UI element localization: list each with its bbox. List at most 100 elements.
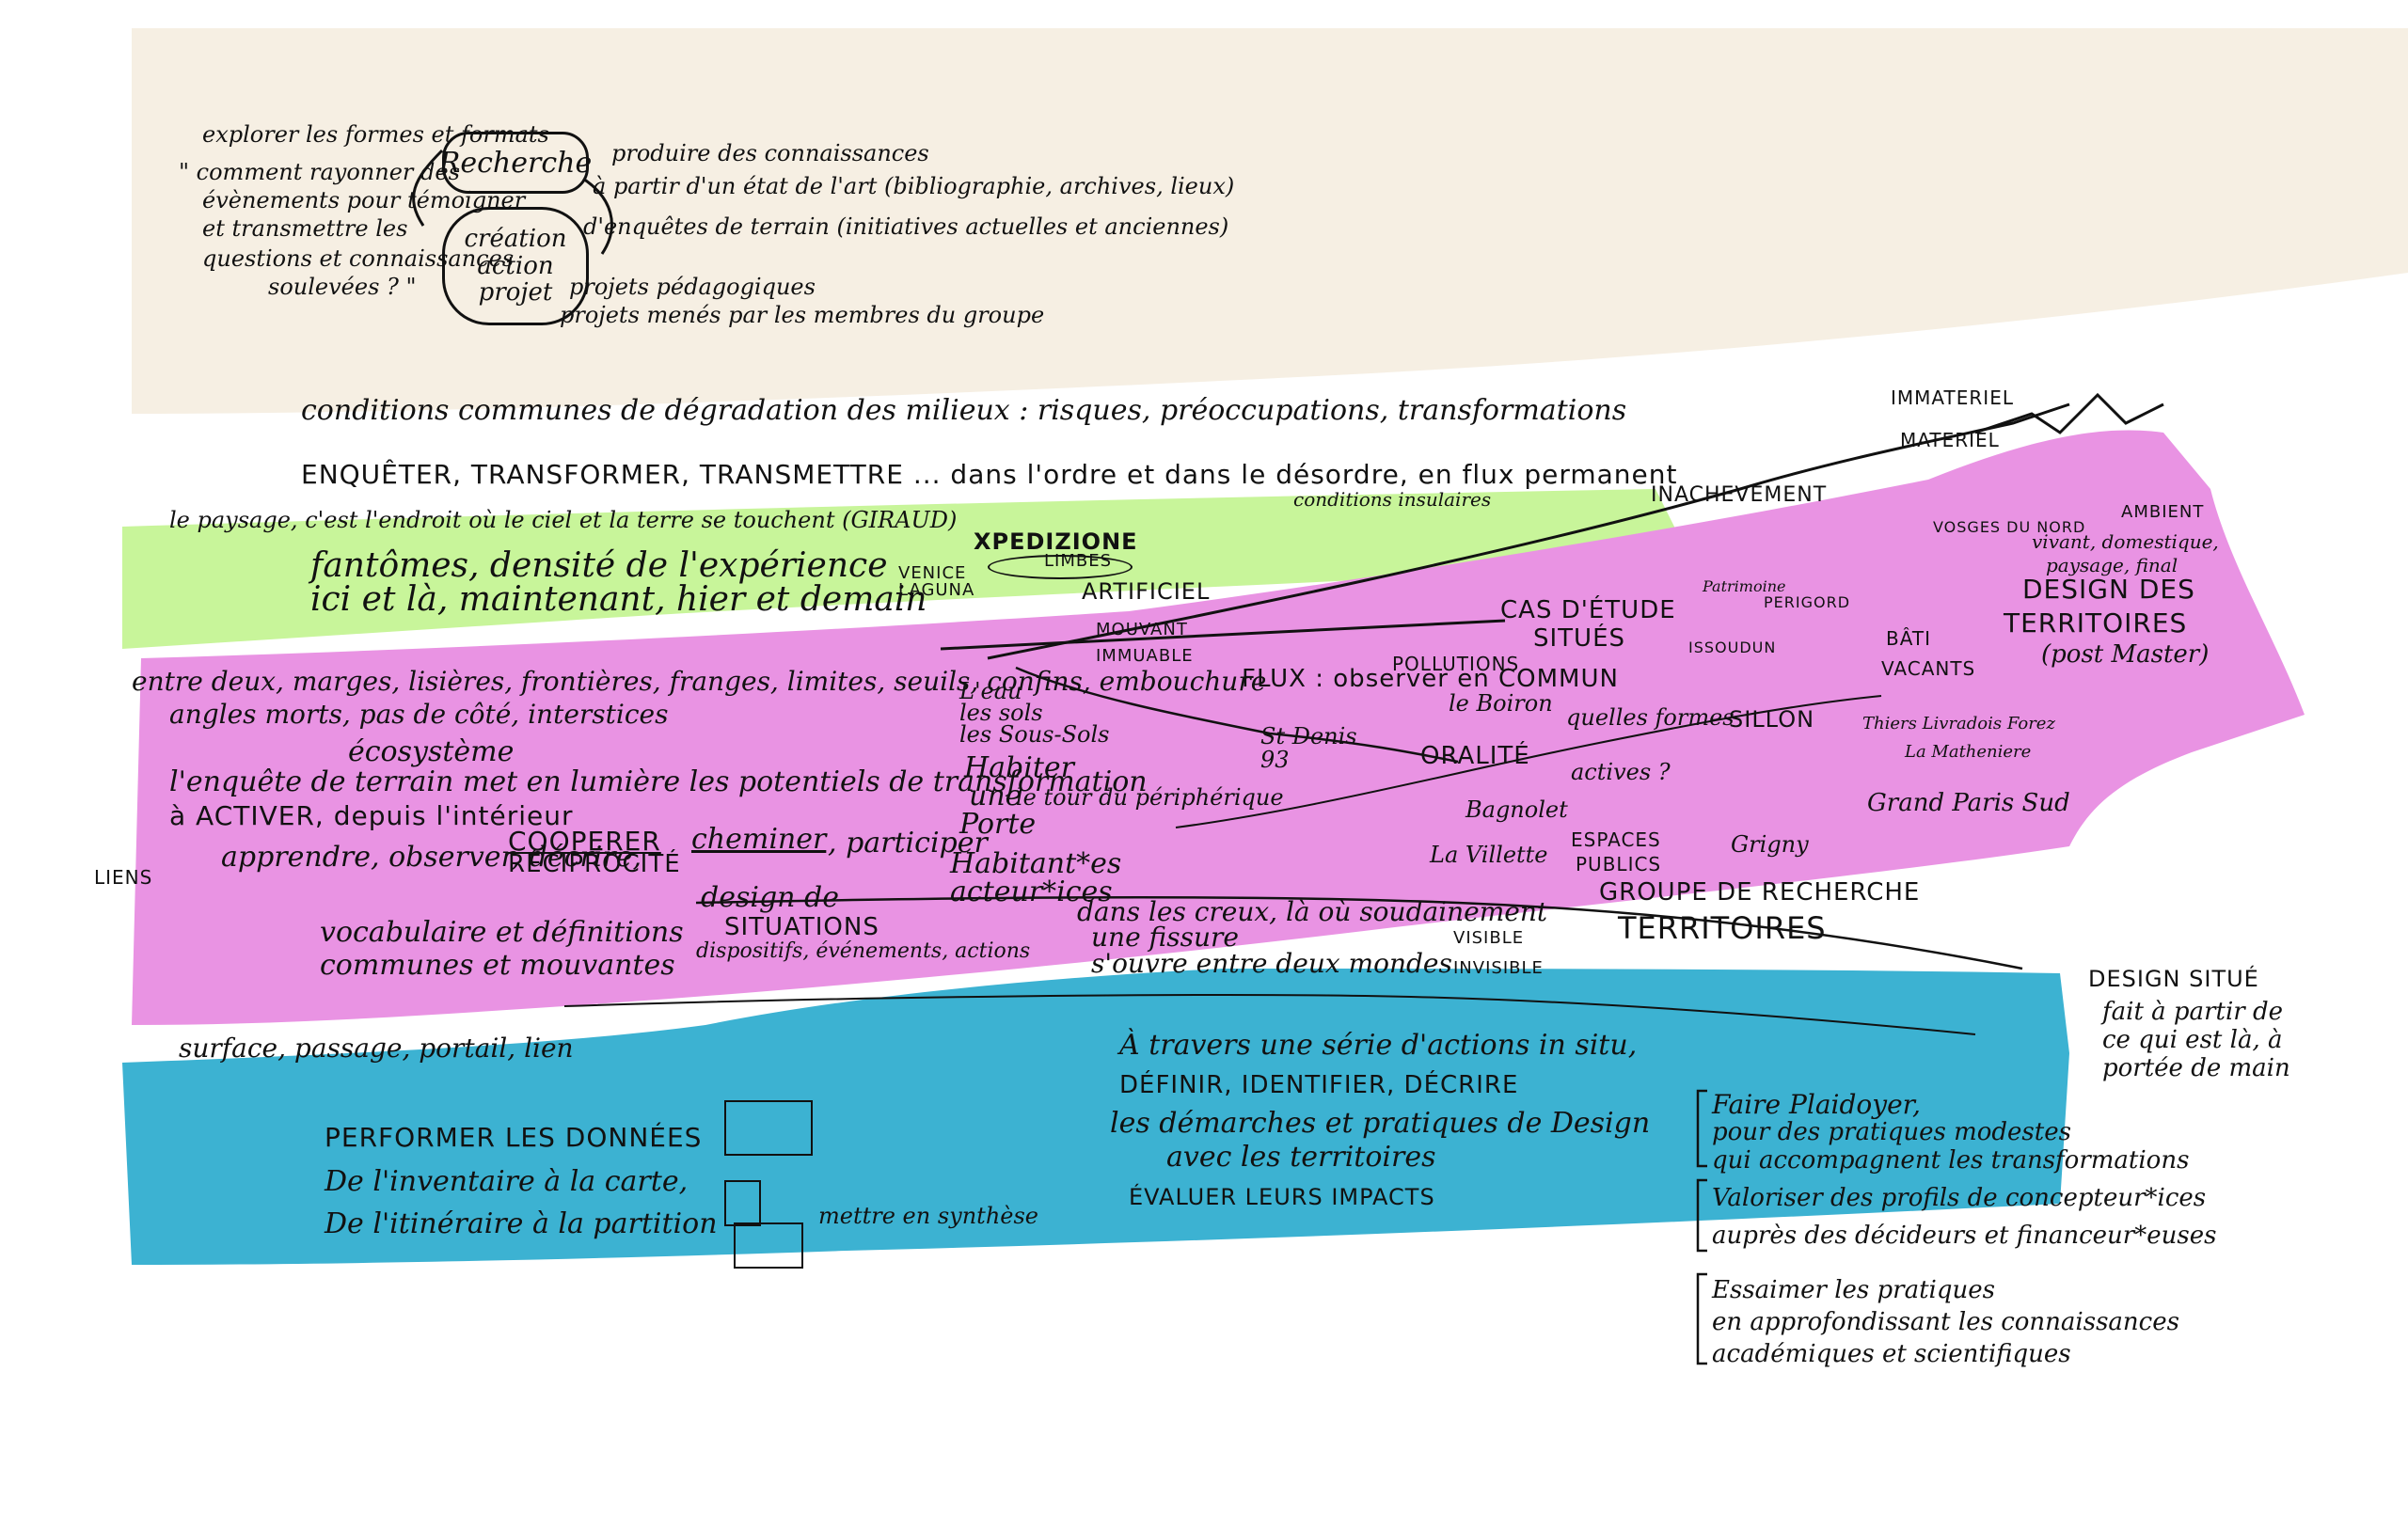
fold-line bbox=[695, 895, 2023, 970]
enquete-terrain-text: l'enquête de terrain met en lumière les … bbox=[169, 765, 1148, 798]
activer-text: à ACTIVER, depuis l'intérieur bbox=[169, 800, 574, 831]
creux-text: dans les creux, là où soudainement bbox=[1077, 896, 1548, 927]
angles-morts-text: angles morts, pas de côté, interstices bbox=[169, 699, 669, 730]
espaces-label: ESPACES bbox=[1571, 828, 1661, 851]
inventaire-text: De l'inventaire à la carte, bbox=[325, 1165, 689, 1198]
soulevees-text: soulevées ? " bbox=[268, 274, 417, 300]
vivant-text: vivant, domestique, bbox=[2032, 530, 2219, 553]
apprendre-text: apprendre, observer, décrire, bbox=[221, 841, 642, 874]
num-93-text: 93 bbox=[1260, 747, 1290, 773]
issoudun-label: ISSOUDUN bbox=[1688, 639, 1777, 656]
patrimoine-text: Patrimoine bbox=[1703, 577, 1786, 595]
artificiel-label: ARTIFICIEL bbox=[1082, 578, 1211, 605]
bracket bbox=[1696, 1272, 1707, 1365]
sous-sols-text: les Sous-Sols bbox=[959, 721, 1110, 748]
accompagnent-text: qui accompagnent les transformations bbox=[1712, 1146, 2190, 1175]
paysage-final-text: paysage, final bbox=[2046, 554, 2178, 576]
blue-band bbox=[122, 969, 2069, 1265]
recherche-box: Recherche bbox=[439, 132, 592, 194]
lagoon-island-icon bbox=[988, 555, 1133, 579]
actives-text: actives ? bbox=[1571, 759, 1671, 785]
road-line bbox=[1175, 695, 1882, 828]
serie-actions-text: À travers une série d'actions in situ, bbox=[1119, 1029, 1638, 1062]
definir-label: DÉFINIR, IDENTIFIER, DÉCRIRE bbox=[1119, 1071, 1519, 1099]
pink-band bbox=[132, 430, 2305, 1025]
grigny-text: Grigny bbox=[1731, 831, 1809, 858]
pollutions-label: POLLUTIONS bbox=[1392, 653, 1520, 675]
st-denis-text: St Denis bbox=[1260, 723, 1357, 749]
essaimer-text: Essaimer les pratiques bbox=[1712, 1276, 1995, 1304]
cycle-arrow bbox=[412, 149, 444, 227]
matheniere-text: La Matheniere bbox=[1905, 742, 2032, 762]
thiers-text: Thiers Livradois Forez bbox=[1862, 714, 2055, 733]
produire-connaissances-text: produire des connaissances bbox=[611, 140, 929, 166]
mouvant-label: MOUVANT bbox=[1096, 620, 1188, 639]
dispositifs-text: dispositifs, événements, actions bbox=[696, 939, 1031, 963]
transmettre-text: et transmettre les bbox=[202, 215, 408, 242]
cheminer-label: cheminer bbox=[691, 823, 827, 856]
grand-paris-sud-text: Grand Paris Sud bbox=[1867, 789, 2070, 817]
evenements-text: évènements pour témoigner bbox=[202, 187, 526, 213]
explorer-formes-text: explorer les formes et formats bbox=[202, 121, 549, 148]
perigord-label: PERIGORD bbox=[1764, 593, 1851, 611]
situes-label: SITUÉS bbox=[1533, 624, 1626, 653]
invisible-label: INVISIBLE bbox=[1453, 958, 1544, 978]
enqueter-transformer-heading: ENQUÊTER, TRANSFORMER, TRANSMETTRE ... d… bbox=[301, 459, 1678, 490]
boiron-text: le Boiron bbox=[1449, 690, 1553, 717]
immuable-label: IMMUABLE bbox=[1096, 646, 1194, 666]
limbes-label: LIMBES bbox=[1044, 551, 1113, 571]
cycle-arrow bbox=[582, 177, 613, 255]
acteurices-text: acteur*ices bbox=[950, 875, 1113, 908]
decideurs-text: auprès des décideurs et financeur*euses bbox=[1712, 1222, 2217, 1250]
cas-etude-label: CAS D'ÉTUDE bbox=[1500, 596, 1676, 624]
mountain-peak-line bbox=[1974, 392, 2164, 434]
inachevement-label: INACHEVEMENT bbox=[1651, 483, 1828, 507]
peripherique-text: le tour du périphérique bbox=[1016, 784, 1284, 811]
mettre-synthese-text: mettre en synthèse bbox=[818, 1203, 1038, 1229]
projets-pedagogiques-text: projets pédagogiques bbox=[569, 274, 816, 300]
surface-passage-text: surface, passage, portail, lien bbox=[179, 1033, 574, 1064]
faire-plaidoyer-text: Faire Plaidoyer, bbox=[1712, 1089, 1921, 1120]
cream-band bbox=[132, 28, 2408, 414]
vacants-label: VACANTS bbox=[1881, 657, 1976, 680]
habiter-text: Habiter bbox=[964, 751, 1074, 784]
bracket bbox=[1696, 1178, 1707, 1253]
academiques-text: académiques et scientifiques bbox=[1712, 1340, 2071, 1368]
materiel-label: MATERIEL bbox=[1900, 429, 2000, 451]
sols-text: les sols bbox=[959, 700, 1043, 726]
porte-text: Porte bbox=[959, 808, 1037, 841]
conditions-communes-heading: conditions communes de dégradation des m… bbox=[301, 394, 1627, 427]
etat-de-l-art-text: à partir d'un état de l'art (bibliograph… bbox=[593, 173, 1235, 199]
territoires-groupe-label: TERRITOIRES bbox=[1618, 910, 1827, 946]
vocabulaire-text: vocabulaire et définitions bbox=[320, 916, 684, 949]
laguna-label: LAGUNA bbox=[898, 580, 975, 600]
questions-text: questions et connaissances bbox=[202, 245, 515, 272]
post-master-text: (post Master) bbox=[2041, 640, 2210, 669]
vosges-label: VOSGES DU NORD bbox=[1933, 518, 2086, 536]
ouvre-text: s'ouvre entre deux mondes bbox=[1091, 948, 1452, 979]
territoires-label: TERRITOIRES bbox=[2004, 607, 2188, 639]
sillon-label: SILLON bbox=[1729, 706, 1815, 733]
map-document-icon bbox=[734, 1222, 803, 1269]
ce-qui-est-la-text: ce qui est là, à bbox=[2102, 1026, 2283, 1054]
approfondissant-text: en approfondissant les connaissances bbox=[1712, 1308, 2179, 1336]
la-villette-text: La Villette bbox=[1430, 842, 1548, 868]
evaluer-label: ÉVALUER LEURS IMPACTS bbox=[1129, 1184, 1435, 1210]
liens-label: LIENS bbox=[94, 866, 153, 889]
portee-de-main-text: portée de main bbox=[2102, 1054, 2290, 1082]
design-de-text: design de bbox=[701, 881, 839, 914]
flux-label: FLUX : observer en COMMUN bbox=[1242, 665, 1619, 693]
oralite-label: ORALITÉ bbox=[1420, 742, 1530, 770]
publics-label: PUBLICS bbox=[1576, 853, 1662, 875]
river-line bbox=[1015, 666, 1459, 764]
venice-label: VENICE bbox=[898, 563, 967, 583]
valoriser-text: Valoriser des profils de concepteur*ices bbox=[1712, 1184, 2207, 1212]
projets-membres-text: projets menés par les membres du groupe bbox=[560, 302, 1045, 328]
habitantes-text: Habitant*es bbox=[950, 847, 1122, 880]
pratiques-modestes-text: pour des pratiques modestes bbox=[1712, 1118, 2071, 1146]
immateriel-label: IMMATERIEL bbox=[1891, 386, 2014, 409]
une-text: une bbox=[969, 780, 1022, 812]
data-document-icon bbox=[724, 1100, 813, 1156]
